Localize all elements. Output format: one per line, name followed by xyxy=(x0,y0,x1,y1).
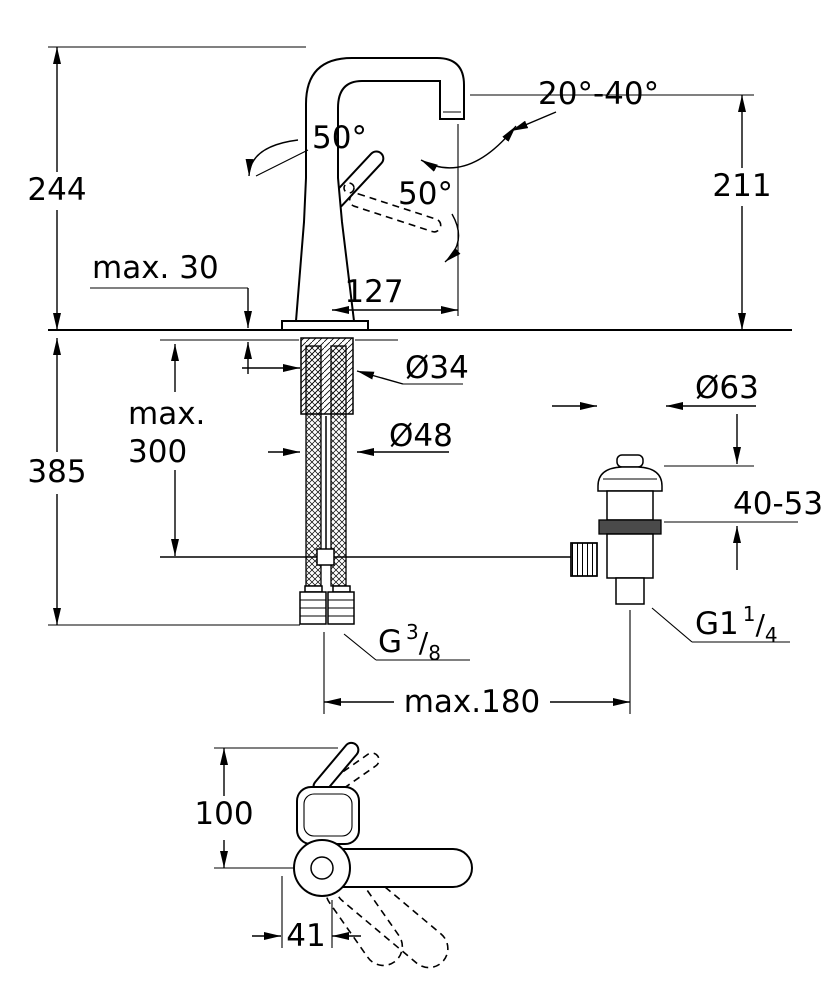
faucet-top-view xyxy=(293,741,473,969)
pop-up-rod xyxy=(160,416,571,566)
spout-angle-leader xyxy=(510,111,557,132)
dim-top-offset: 41 xyxy=(286,918,325,954)
dim-reach: 127 xyxy=(344,274,403,310)
dim-handle-angle-front: 50° xyxy=(398,176,453,212)
dim-height-total: 244 xyxy=(27,172,86,208)
dim-spacing-max: max.180 xyxy=(404,684,541,720)
dimension-labels: 244 max. 30 50° 50° 20°-40° 211 127 Ø34 … xyxy=(27,76,823,954)
angle-indicators xyxy=(245,111,557,263)
pop-up-waste xyxy=(570,454,663,605)
dim-shank-diameter: Ø34 xyxy=(405,350,469,386)
spout-swivel-arc xyxy=(420,125,517,172)
hose-connectors xyxy=(299,585,355,625)
threaded-shank xyxy=(300,337,354,415)
dim-deck-max: max. 30 xyxy=(92,250,219,286)
bottom-view-dimensions xyxy=(214,747,361,948)
handle-front-arc-arrow xyxy=(444,213,461,263)
dim-spout-angle: 20°-40° xyxy=(538,76,659,112)
dim-hose-length-line2: 300 xyxy=(128,434,187,470)
body-and-spout xyxy=(294,57,465,322)
dimension-lines xyxy=(48,46,798,714)
dim-outlet-height: 211 xyxy=(712,168,771,204)
handle-arc-arrow xyxy=(245,139,299,177)
dim-base-diameter: Ø48 xyxy=(389,418,453,454)
dim-depth-total: 385 xyxy=(27,454,86,490)
handle-ghost-position xyxy=(348,192,442,233)
dim-handle-angle-top: 50° xyxy=(312,120,367,156)
mounting-deck xyxy=(48,329,792,341)
dim-waste-diameter: Ø63 xyxy=(695,370,759,406)
escutcheon-circle xyxy=(293,839,351,897)
dim-waste-range: 40-53 xyxy=(733,486,823,522)
dim-hose-length-line1: max. xyxy=(128,396,205,432)
handle-ghost-top xyxy=(319,752,380,799)
faucet-side-view xyxy=(281,57,465,331)
dim-top-height: 100 xyxy=(194,796,253,832)
